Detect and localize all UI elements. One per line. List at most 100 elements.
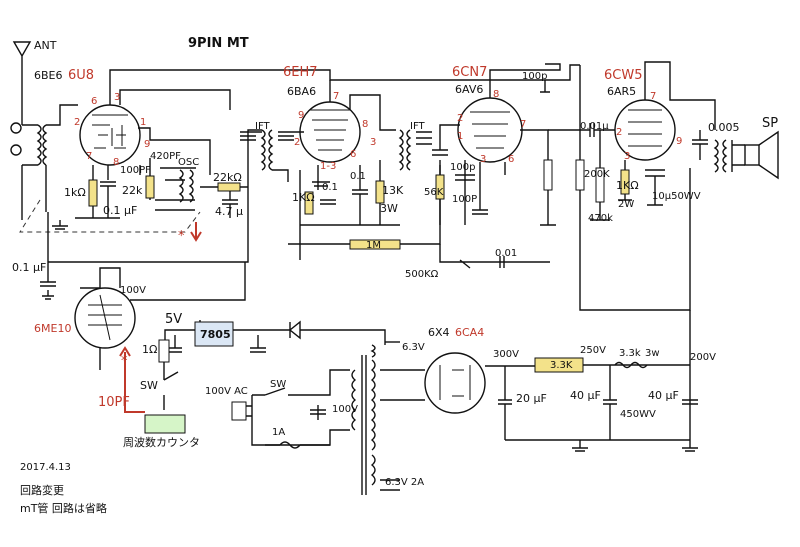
val-c-420pf: 420PF bbox=[150, 151, 181, 162]
val-w-3w: 3W bbox=[380, 202, 398, 215]
val-r-1k-t4: 1KΩ bbox=[616, 179, 639, 192]
tube-6me10 bbox=[74, 287, 136, 349]
label-ift2: IFT bbox=[410, 121, 425, 132]
val-v200: 200V bbox=[690, 352, 716, 363]
tube1-pin-1: 1 bbox=[140, 117, 147, 128]
tube6-old-label: 6X4 bbox=[428, 326, 450, 339]
val-r-1k: 1kΩ bbox=[64, 186, 86, 199]
tube4-new-label: 6CW5 bbox=[604, 68, 643, 83]
resistor-2-2m bbox=[543, 159, 553, 191]
tube1-pin-8: 8 bbox=[113, 157, 120, 168]
val-c-01uf-b: 0.1 μF bbox=[12, 261, 47, 274]
star-mark-1: * bbox=[178, 229, 185, 244]
val-r-1ohm: 1Ω bbox=[142, 343, 158, 356]
tube2-pin-6: 6 bbox=[350, 149, 357, 160]
val-c-001: 0.01 bbox=[495, 248, 518, 259]
val-c-20uf: 20 μF bbox=[516, 392, 547, 405]
gang-dashed-line bbox=[19, 199, 201, 233]
tube3-pin-1: 1 bbox=[457, 131, 464, 142]
tube4-pin-7: 7 bbox=[650, 91, 657, 102]
ac-plug-icon bbox=[231, 401, 247, 421]
tube1-pin-3: 3 bbox=[114, 92, 121, 103]
val-c-40uf-b: 40 μF bbox=[648, 389, 679, 402]
val-r-56k: 56K bbox=[424, 187, 444, 198]
val-r-22k-b: 22kΩ bbox=[213, 171, 242, 184]
val-r-3-3k-b: 3.3k bbox=[619, 348, 641, 359]
label-ant: ANT bbox=[34, 39, 57, 52]
tube2-old-label: 6BA6 bbox=[287, 85, 317, 98]
tube-6cn7 bbox=[457, 97, 523, 163]
val-c-01-t2: 0.1 bbox=[322, 182, 338, 193]
star-mark-2: * bbox=[121, 354, 128, 369]
val-r-3-3k-a: 3.3K bbox=[550, 360, 573, 371]
speaker-icon bbox=[732, 130, 779, 180]
label-sw-counter: SW bbox=[140, 379, 158, 392]
val-c-100p-b: 100p bbox=[450, 162, 476, 173]
resistor-1k-t4 bbox=[620, 169, 630, 195]
val-r-22k-a: 22k bbox=[122, 184, 143, 197]
tube3-pin-8: 8 bbox=[493, 89, 500, 100]
tube4-pin-2: 2 bbox=[616, 127, 623, 138]
antenna-coil bbox=[10, 104, 78, 220]
tube3-old-label: 6AV6 bbox=[455, 83, 484, 96]
diagram-title: 9PIN MT bbox=[188, 36, 249, 51]
val-v250: 250V bbox=[580, 345, 606, 356]
tube-6eh7 bbox=[299, 101, 361, 163]
label-heater-top: 6.3V bbox=[402, 342, 425, 353]
resistor-1k-t2 bbox=[304, 191, 314, 215]
frequency-counter-box bbox=[144, 414, 186, 434]
resistor-22k-b bbox=[217, 182, 241, 192]
arrow-red-2 bbox=[119, 346, 131, 370]
tube-6ca4 bbox=[424, 352, 486, 414]
tube2-pin-7: 7 bbox=[333, 91, 340, 102]
tube1-pin-9: 9 bbox=[144, 139, 151, 150]
resistor-1ohm bbox=[158, 339, 170, 363]
val-w-2w: 2W bbox=[618, 199, 635, 210]
tube4-old-label: 6AR5 bbox=[607, 85, 637, 98]
label-5v: 5V bbox=[165, 312, 183, 327]
tube4-pin-9: 9 bbox=[676, 136, 683, 147]
val-r-1m: 1M bbox=[366, 240, 381, 251]
val-c-0005: 0.005 bbox=[708, 121, 740, 134]
val-c-100p-a: 100p bbox=[522, 71, 548, 82]
tube4-pin-3: 3 bbox=[624, 151, 631, 162]
val-wv450: 450WV bbox=[620, 409, 656, 420]
val-w-3w-b: 3w bbox=[645, 348, 660, 359]
label-osc: OSC bbox=[178, 157, 200, 168]
tube3-new-label: 6CN7 bbox=[452, 65, 488, 80]
label-sw-main: SW bbox=[270, 379, 287, 390]
tube1-pin-2: 2 bbox=[74, 117, 81, 128]
tube2-pin-9: 9 bbox=[298, 110, 305, 121]
val-c-01-t2b: 0.1 bbox=[350, 171, 366, 182]
val-r-1k-t2: 1KΩ bbox=[292, 191, 315, 204]
resistor-200k bbox=[575, 159, 585, 191]
val-c-10uf: 10μ50WV bbox=[652, 191, 701, 202]
resistor-1k bbox=[88, 179, 98, 207]
tube3-pin-6: 6 bbox=[508, 154, 515, 165]
ift-transformer-1 bbox=[240, 129, 294, 182]
val-r-500k: 500KΩ bbox=[405, 269, 439, 280]
tube2-pin-1-3: 1-3 bbox=[320, 161, 337, 172]
tube5-label: 6ME10 bbox=[34, 322, 72, 335]
val-v100: 100V bbox=[120, 285, 146, 296]
label-ift1: IFT bbox=[255, 121, 270, 132]
tube1-pin-6: 6 bbox=[91, 96, 98, 107]
tube2-new-label: 6EH7 bbox=[283, 65, 318, 80]
tube1-old-label: 6BE6 bbox=[34, 69, 63, 82]
label-heater-bottom: 6.3V 2A bbox=[385, 477, 425, 488]
power-transformer bbox=[351, 355, 376, 495]
tube2-pin-3: 3 bbox=[370, 137, 377, 148]
val-r-200k: 200K bbox=[584, 169, 610, 180]
tube3-pin-3: 3 bbox=[480, 154, 487, 165]
val-c-001-b: 0.01μ bbox=[580, 121, 609, 132]
arrow-red-1 bbox=[190, 222, 202, 242]
tube6-new-label: 6CA4 bbox=[455, 326, 485, 339]
regulator-7805 bbox=[194, 321, 234, 347]
tube3-pin-2: 2 bbox=[457, 113, 464, 124]
label-counter: 周波数カウンタ bbox=[123, 436, 200, 449]
val-r-470k: 470k bbox=[588, 213, 613, 224]
date-note: 2017.4.13 bbox=[20, 462, 71, 473]
val-c-100pf: 100PF bbox=[120, 165, 151, 176]
